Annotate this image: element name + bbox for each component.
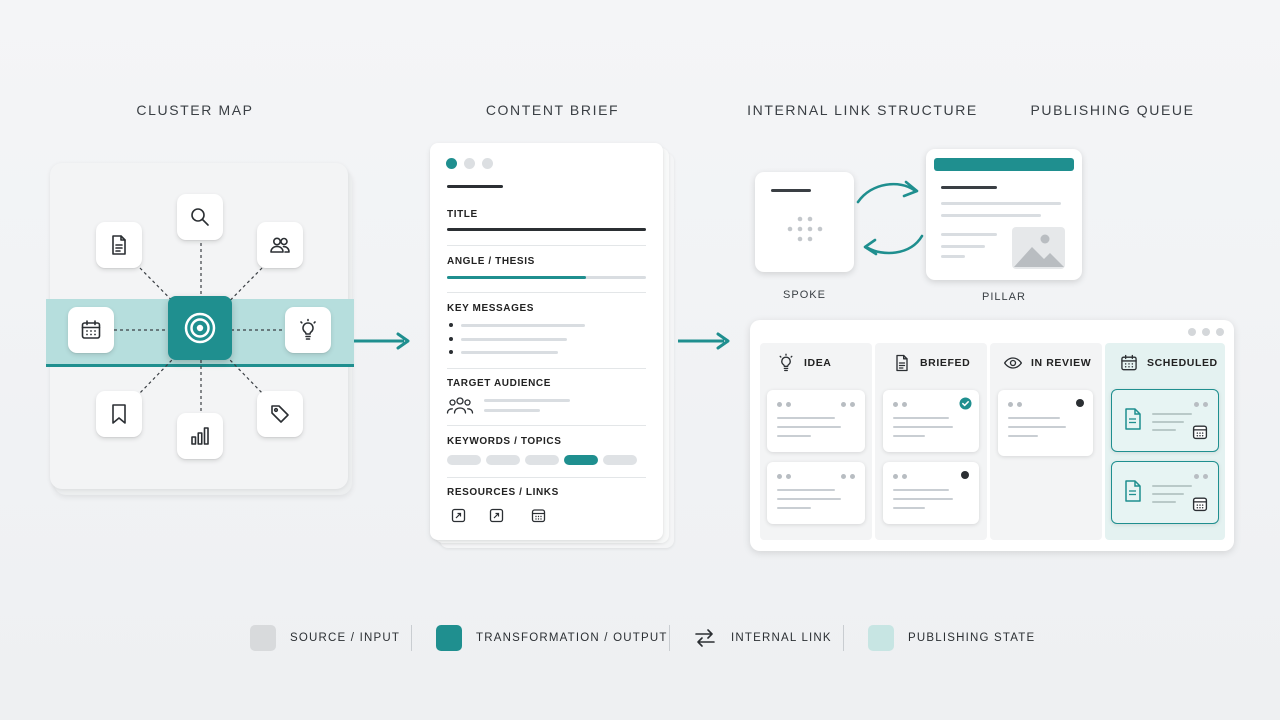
keyword-pill[interactable]	[486, 455, 520, 465]
target-icon	[184, 312, 216, 344]
keyword-pill-active[interactable]	[564, 455, 598, 465]
brief-audience-line-2	[484, 409, 540, 412]
image-placeholder-icon	[1012, 227, 1065, 269]
column-label-idea: IDEA	[804, 357, 832, 369]
link-arrows	[856, 180, 924, 256]
spoke-label: SPOKE	[783, 289, 826, 301]
legend-divider	[843, 625, 844, 651]
people-icon	[270, 237, 290, 253]
cluster-node-bar-chart[interactable]	[177, 413, 223, 459]
grid-dots-icon	[787, 216, 823, 242]
eye-icon	[1004, 357, 1022, 369]
calendar-icon	[1192, 425, 1208, 440]
brief-label-angle: ANGLE / THESIS	[447, 256, 535, 267]
column-header-scheduled[interactable]: SCHEDULED	[1119, 353, 1218, 373]
legend-swatch-publishing-state	[868, 625, 894, 651]
column-label-scheduled: SCHEDULED	[1147, 357, 1218, 369]
tag-icon	[271, 405, 289, 423]
cluster-node-tag[interactable]	[257, 391, 303, 437]
heading-publishing-queue: PUBLISHING QUEUE	[1030, 102, 1195, 118]
queue-card-scheduled[interactable]	[1111, 389, 1219, 452]
queue-card[interactable]	[998, 390, 1093, 456]
heading-cluster-map: CLUSTER MAP	[136, 102, 254, 118]
legend-swatch-transformation	[436, 625, 462, 651]
lightbulb-icon	[779, 353, 793, 372]
legend-label-publishing-state: PUBLISHING STATE	[908, 632, 1036, 644]
cluster-node-calendar[interactable]	[68, 307, 114, 353]
queue-card[interactable]	[767, 390, 865, 452]
status-dot	[961, 471, 969, 479]
queue-card-scheduled[interactable]	[1111, 461, 1219, 524]
heading-content-brief: CONTENT BRIEF	[485, 102, 620, 118]
column-label-briefed: BRIEFED	[920, 357, 971, 369]
keyword-pill[interactable]	[525, 455, 559, 465]
queue-card[interactable]	[883, 462, 979, 524]
cluster-node-bookmark[interactable]	[96, 391, 142, 437]
external-link-icon[interactable]	[489, 508, 504, 523]
cluster-node-search[interactable]	[177, 194, 223, 240]
brief-header-line	[447, 185, 503, 188]
legend-internal-link: INTERNAL LINK	[693, 625, 832, 651]
brief-window-dots	[446, 158, 493, 169]
legend-source: SOURCE / INPUT	[250, 625, 400, 651]
cluster-node-people[interactable]	[257, 222, 303, 268]
legend-transformation: TRANSFORMATION / OUTPUT	[436, 625, 668, 651]
pillar-card[interactable]	[926, 149, 1082, 280]
spoke-card[interactable]	[755, 172, 854, 272]
cluster-node-lightbulb[interactable]	[285, 307, 331, 353]
calendar-icon	[81, 320, 101, 339]
brief-label-key-messages: KEY MESSAGES	[447, 303, 535, 314]
cluster-node-document[interactable]	[96, 222, 142, 268]
brief-label-resources: RESOURCES / LINKS	[447, 487, 559, 498]
brief-label-keywords: KEYWORDS / TOPICS	[447, 436, 562, 447]
pillar-label: PILLAR	[982, 291, 1026, 303]
lightbulb-icon	[300, 318, 316, 340]
people-group-icon	[446, 397, 474, 414]
flow-arrow-1	[354, 332, 410, 350]
queue-card[interactable]	[883, 390, 979, 452]
keyword-pill[interactable]	[603, 455, 637, 465]
legend-swatch-source	[250, 625, 276, 651]
column-header-briefed[interactable]: BRIEFED	[892, 353, 970, 373]
queue-window-dots	[1188, 328, 1224, 336]
flow-arrow-2	[678, 332, 730, 350]
document-icon	[896, 354, 908, 372]
keyword-pill[interactable]	[447, 455, 481, 465]
brief-label-title: TITLE	[447, 209, 478, 220]
legend-label-source: SOURCE / INPUT	[290, 632, 401, 644]
calendar-small-icon[interactable]	[531, 508, 546, 523]
bookmark-icon	[112, 404, 126, 424]
brief-angle-fill	[447, 276, 586, 279]
brief-audience-line-1	[484, 399, 570, 402]
column-header-idea[interactable]: IDEA	[776, 353, 832, 373]
queue-card[interactable]	[767, 462, 865, 524]
brief-label-audience: TARGET AUDIENCE	[447, 378, 551, 389]
legend-label-internal-link: INTERNAL LINK	[731, 632, 832, 644]
external-link-icon[interactable]	[451, 508, 466, 523]
cluster-band-edge	[46, 364, 354, 367]
legend-divider	[411, 625, 412, 651]
document-icon	[112, 235, 126, 255]
document-icon	[1125, 408, 1141, 430]
cluster-center-node[interactable]	[168, 296, 232, 360]
bar-chart-icon	[191, 427, 209, 445]
document-icon	[1125, 480, 1141, 502]
column-label-in-review: IN REVIEW	[1031, 357, 1092, 369]
search-icon	[191, 208, 209, 226]
status-dot	[1076, 399, 1084, 407]
calendar-icon	[1192, 497, 1208, 512]
legend-label-transformation: TRANSFORMATION / OUTPUT	[476, 632, 668, 644]
swap-arrows-icon	[695, 629, 715, 647]
legend-publishing-state: PUBLISHING STATE	[868, 625, 1035, 651]
legend-divider	[669, 625, 670, 651]
check-circle-icon	[959, 397, 972, 410]
brief-title-line	[447, 228, 646, 231]
calendar-icon	[1121, 354, 1137, 371]
column-header-in-review[interactable]: IN REVIEW	[1003, 353, 1091, 373]
heading-internal-link-structure: INTERNAL LINK STRUCTURE	[747, 102, 978, 118]
